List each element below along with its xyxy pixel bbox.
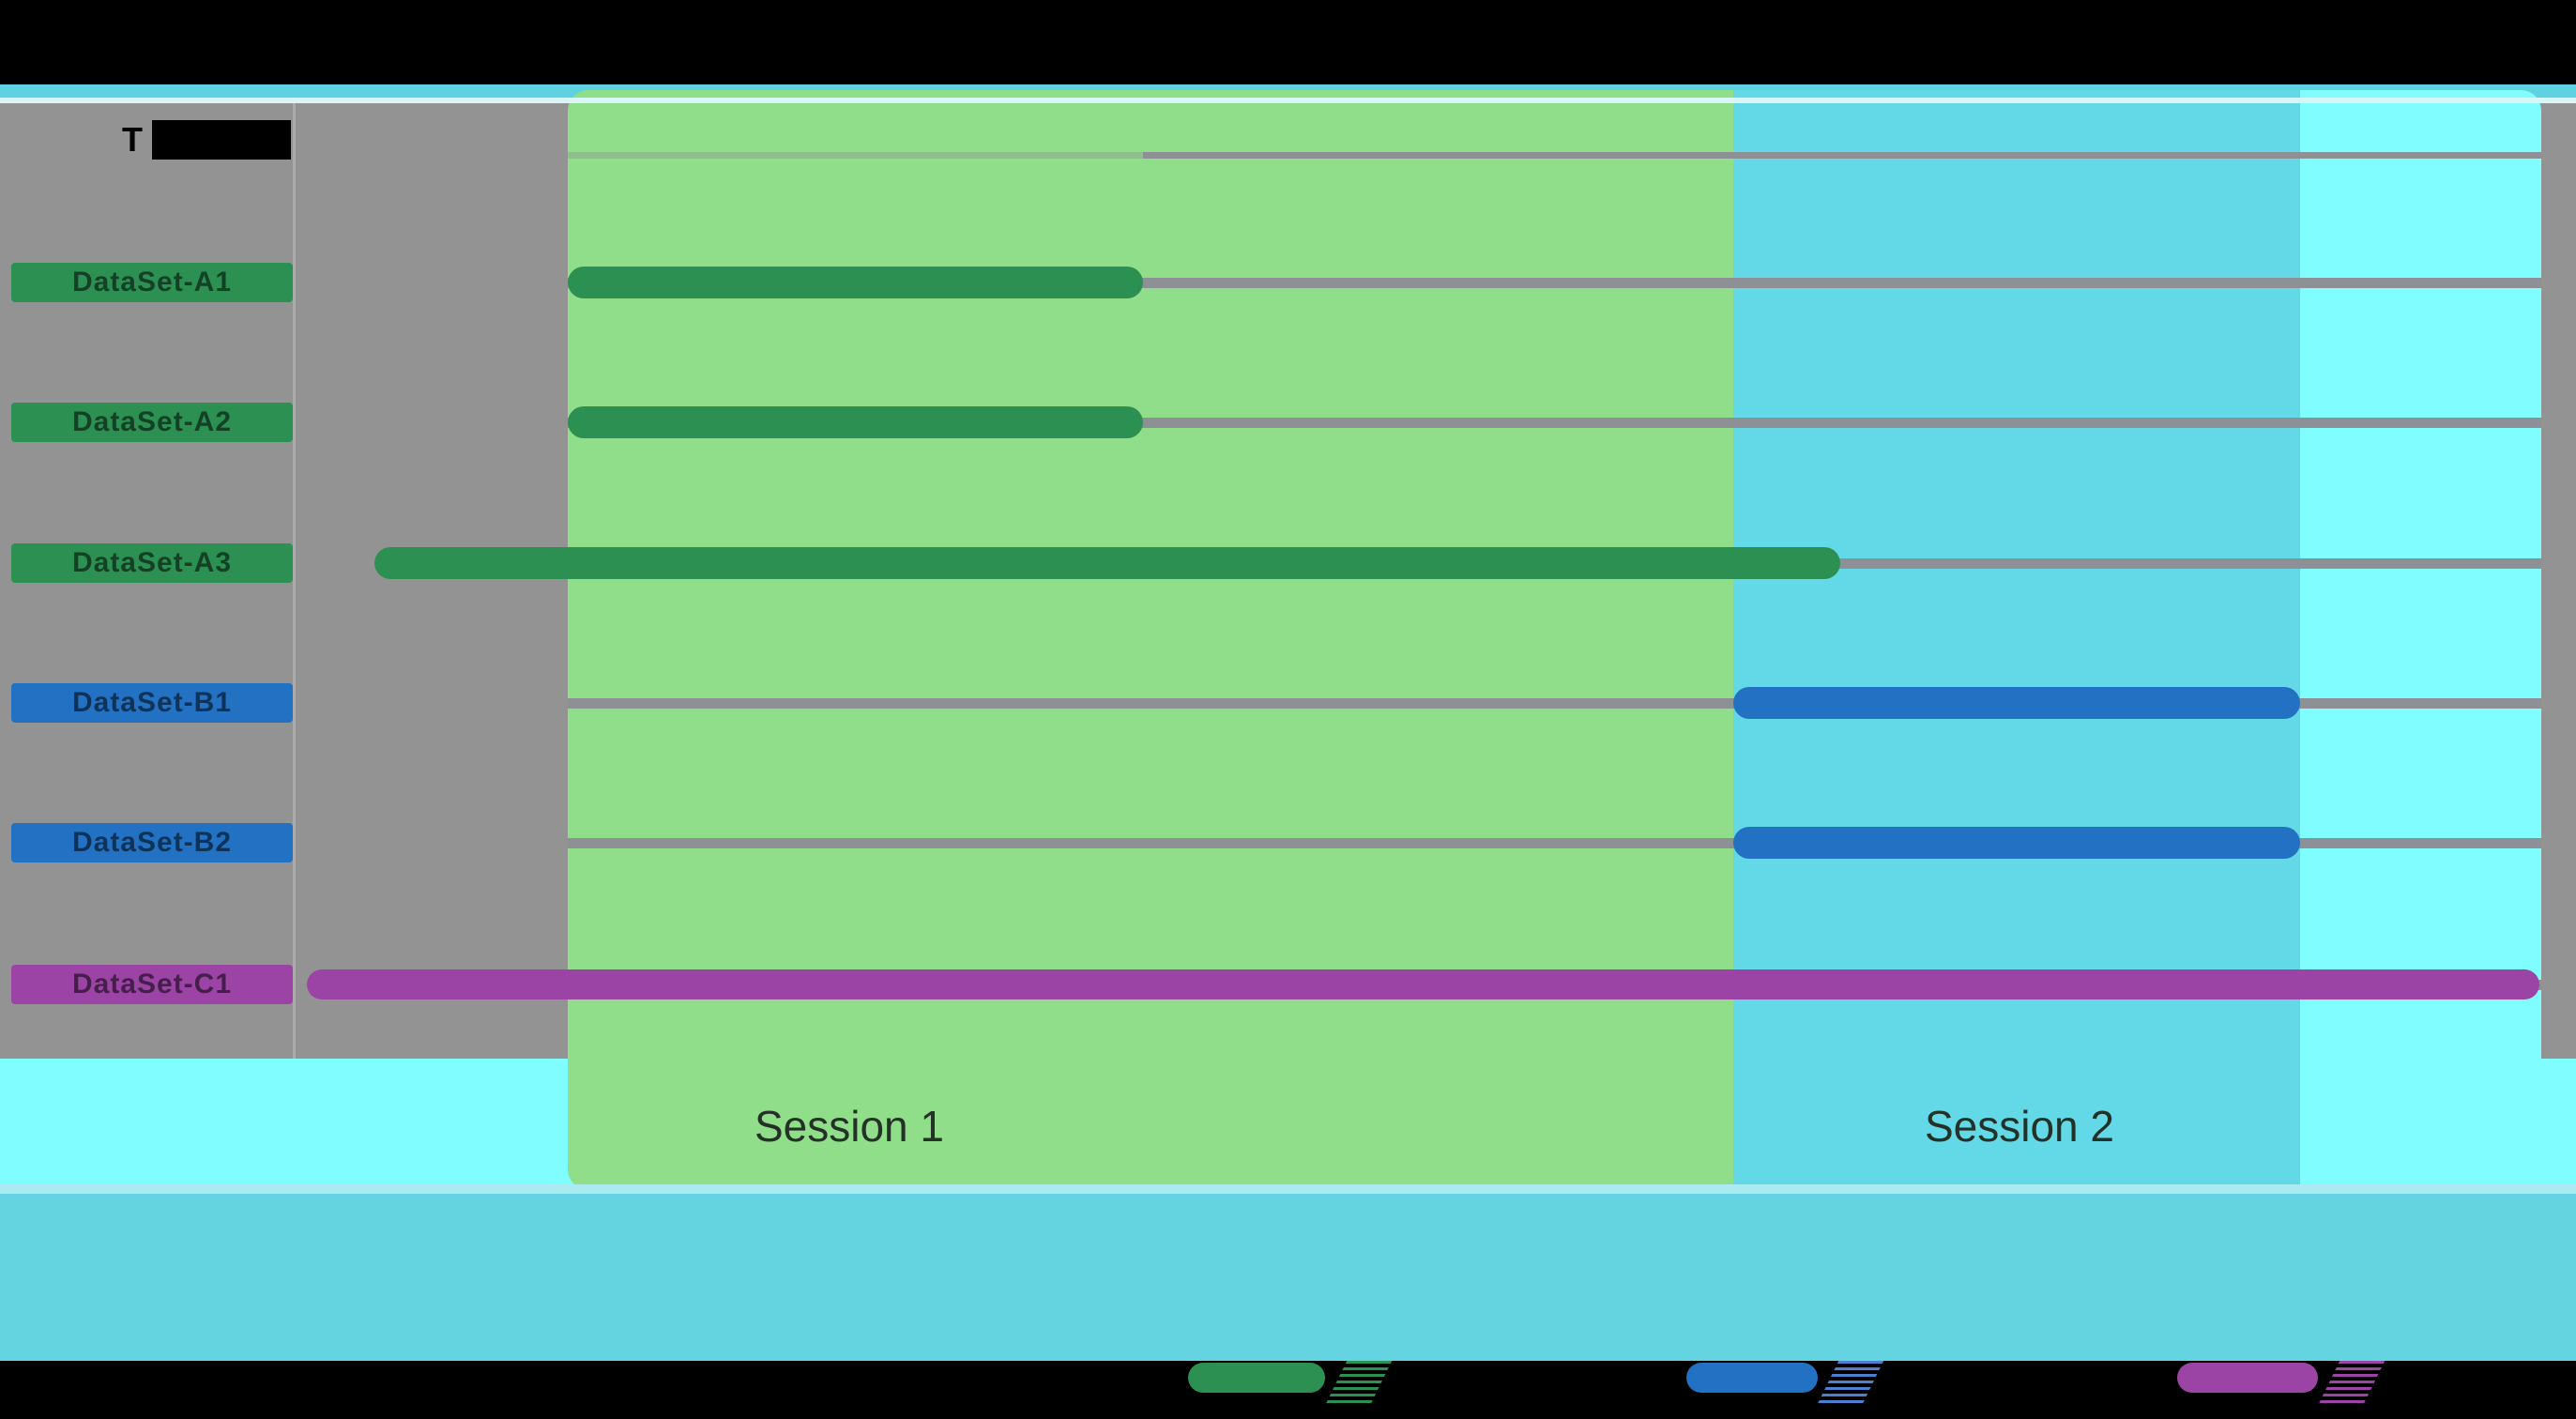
- bottom-highlight-line: [0, 1184, 2576, 1194]
- legend-swatch-blue: [1686, 1363, 1818, 1393]
- task-bar-dataset-a1: [568, 267, 1143, 298]
- task-track: [568, 698, 2541, 709]
- row-label-text: DataSet-A2: [71, 406, 233, 437]
- session2-label: Session 2: [1924, 1102, 2115, 1151]
- top-gridline: [1143, 152, 2541, 159]
- row-label-dataset-a2: DataSet-A2: [11, 403, 293, 442]
- task-bar-dataset-a3: [374, 547, 1840, 579]
- top-highlight-line: [0, 98, 2576, 103]
- legend-swatch-purple: [2177, 1363, 2318, 1393]
- session1-panel: [568, 90, 1733, 1190]
- row-label-dataset-c1: DataSet-C1: [11, 965, 293, 1004]
- row-label-dataset-b2: DataSet-B2: [11, 823, 293, 862]
- row-label-text: DataSet-A3: [71, 547, 233, 578]
- row-label-text: DataSet-B1: [71, 687, 233, 718]
- legend-swatch-green: [1188, 1363, 1325, 1393]
- session1-label: Session 1: [754, 1102, 945, 1151]
- row-label-text: DataSet-B2: [71, 827, 233, 858]
- task-track: [568, 418, 2541, 428]
- task-axis-header: T: [122, 120, 143, 160]
- row-label-text: DataSet-C1: [71, 969, 233, 999]
- task-axis-header-visible-text: T: [122, 120, 143, 159]
- row-label-dataset-a1: DataSet-A1: [11, 263, 293, 302]
- session2-panel: [1733, 90, 2300, 1190]
- row-label-dataset-b1: DataSet-B1: [11, 683, 293, 723]
- task-track: [568, 278, 2541, 288]
- task-bar-dataset-c1: [307, 969, 2539, 999]
- task-bar-dataset-b1: [1733, 687, 2300, 719]
- task-bar-dataset-b2: [1733, 827, 2300, 859]
- redaction-box: [152, 120, 291, 160]
- task-track: [568, 838, 2541, 848]
- row-label-text: DataSet-A1: [71, 267, 233, 298]
- post-session-panel: [2300, 90, 2541, 1190]
- row-label-dataset-a3: DataSet-A3: [11, 543, 293, 583]
- session-panels: [568, 90, 2541, 1190]
- figure-bottom-band: [0, 1194, 2576, 1361]
- task-bar-dataset-a2: [568, 406, 1143, 438]
- label-column-divider: [293, 101, 296, 1059]
- top-gridline-muted-segment: [568, 152, 1143, 159]
- top-letterbox-band: [0, 0, 2576, 84]
